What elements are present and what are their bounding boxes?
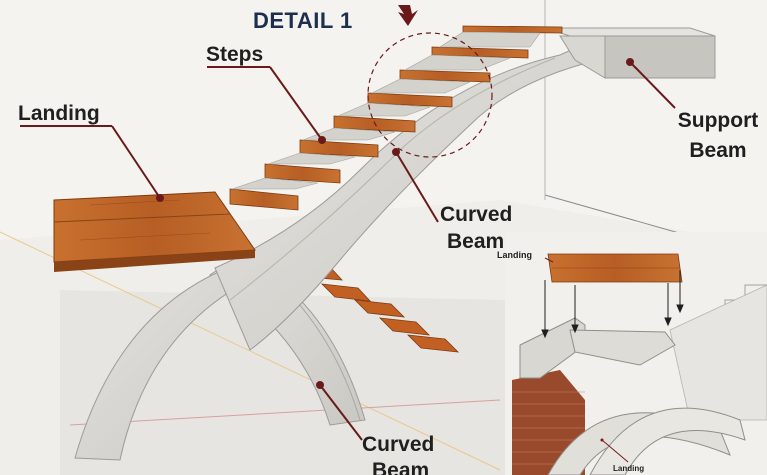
detail-circle [367, 32, 493, 158]
curved-beam-lower-label-line2: Beam [372, 459, 430, 475]
support-beam-label-line1: Support [677, 109, 759, 132]
leader-lines [20, 58, 676, 441]
curved-beam-upper-label-line1: Curved [440, 203, 513, 226]
support-beam-label-line2: Beam [689, 139, 747, 162]
stair-treads [229, 25, 563, 211]
inset-landing-label-top: Landing [497, 250, 532, 260]
curved-beam-lower-label-line1: Curved [362, 433, 435, 456]
landing-label: Landing [18, 102, 100, 125]
steps-label: Steps [206, 43, 264, 66]
curved-beam-upper-label-line2: Beam [447, 230, 505, 253]
landing-platform [53, 191, 256, 272]
upper-curved-beam [214, 29, 621, 351]
stair-risers [231, 31, 541, 190]
detail-arrow-icon [398, 5, 418, 26]
detail-title: DETAIL 1 [253, 8, 353, 33]
inset-panel [505, 232, 767, 475]
inset-landing-label-bottom: Landing [613, 464, 645, 473]
support-beam-block [544, 27, 716, 79]
